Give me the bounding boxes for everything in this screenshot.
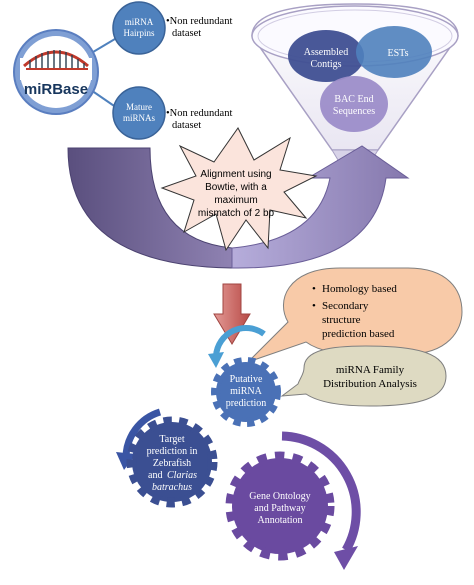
family-label-2: Distribution Analysis xyxy=(323,378,417,390)
method-secondary-2: structure xyxy=(322,314,361,326)
method-homology: Homology based xyxy=(322,283,397,295)
alignment-label-1: Alignment using xyxy=(200,169,271,180)
hairpins-label-2: Hairpins xyxy=(124,28,155,38)
alignment-burst: Alignment using Bowtie, with a maximum m… xyxy=(160,127,318,252)
bac-node: BAC End Sequences xyxy=(320,76,388,132)
bac-label-1: BAC End xyxy=(334,94,373,105)
putative-gear: Putative miRNA prediction xyxy=(211,357,281,427)
svg-text:•: • xyxy=(312,300,316,312)
contigs-node: Assembled Contigs xyxy=(288,30,364,82)
hairpins-note-1: •Non redundant xyxy=(166,16,232,27)
target-label-1: Target xyxy=(159,434,184,445)
go-label-2: and Pathway xyxy=(254,503,305,514)
putative-label-1: Putative xyxy=(230,374,263,385)
target-label-4: and xyxy=(148,470,162,481)
bac-label-2: Sequences xyxy=(333,106,375,117)
hairpins-node: miRNA Hairpins xyxy=(112,1,166,55)
alignment-label-4: mismatch of 2 bp xyxy=(198,208,275,219)
hairpins-label-1: miRNA xyxy=(125,17,154,27)
target-label-4b: Clarias xyxy=(167,470,197,481)
cycle-arrowhead-top xyxy=(208,352,224,368)
target-label-2: prediction in xyxy=(147,446,198,457)
hairpins-note-2: dataset xyxy=(172,28,201,39)
go-label-1: Gene Ontology xyxy=(249,491,310,502)
target-label-3: Zebrafish xyxy=(153,458,191,469)
contigs-label-2: Contigs xyxy=(310,59,341,70)
cycle-arrow-left xyxy=(122,408,162,459)
go-label-3: Annotation xyxy=(258,515,303,526)
mature-label-1: Mature xyxy=(126,102,152,112)
ests-label: ESTs xyxy=(388,48,409,59)
family-label-1: miRNA Family xyxy=(336,364,405,376)
go-gear: Gene Ontology and Pathway Annotation xyxy=(225,451,335,561)
right-curved-arrow xyxy=(231,145,410,269)
mature-note-1: •Non redundant xyxy=(166,108,232,119)
alignment-label-2: Bowtie, with a xyxy=(205,182,267,193)
mature-note-2: dataset xyxy=(172,120,201,131)
svg-text:•: • xyxy=(312,283,316,295)
cycle-arrow-right xyxy=(281,431,361,553)
ests-node: ESTs xyxy=(356,26,432,78)
putative-label-2: miRNA xyxy=(230,386,262,397)
cycle-arrowhead-left xyxy=(116,452,136,470)
down-arrow xyxy=(213,283,251,345)
contigs-label-1: Assembled xyxy=(304,47,348,58)
method-secondary-3: prediction based xyxy=(322,328,395,340)
logo-text: miRBase xyxy=(24,81,88,98)
target-gear: Target prediction in Zebrafish and Clari… xyxy=(126,416,218,508)
mature-node: Mature miRNAs xyxy=(112,86,166,140)
mirbase-logo: miRBase xyxy=(13,29,99,115)
cycle-arrow-top xyxy=(213,325,266,357)
alignment-label-3: maximum xyxy=(214,195,257,206)
target-label-5: batrachus xyxy=(152,482,192,493)
mature-label-2: miRNAs xyxy=(123,113,156,123)
cycle-arrowhead-right xyxy=(334,546,358,570)
family-distribution-callout: miRNA Family Distribution Analysis xyxy=(280,345,447,407)
putative-label-3: prediction xyxy=(226,398,267,409)
method-secondary-1: Secondary xyxy=(322,300,369,312)
